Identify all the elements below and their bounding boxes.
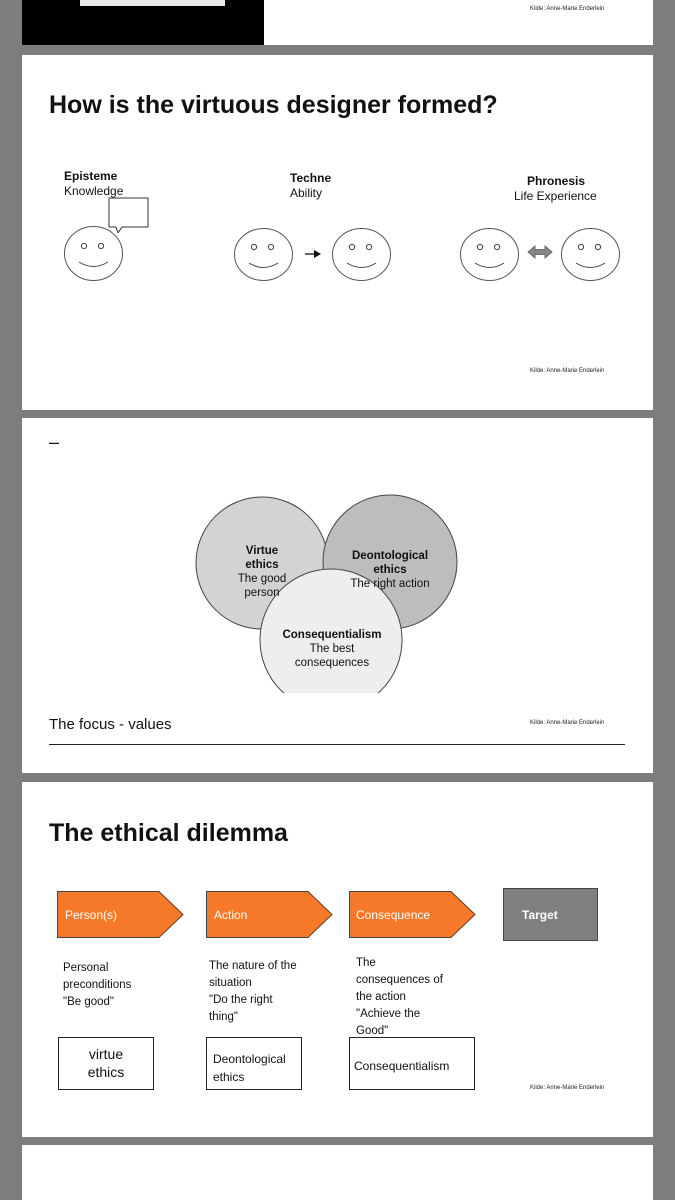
- dash-mark: –: [49, 432, 60, 452]
- speech-bubble-icon: [108, 197, 149, 233]
- consequence-description: The consequences of the action "Achieve …: [356, 957, 443, 1037]
- target-box: [503, 888, 598, 941]
- consequentialism-box: Consequentialism: [349, 1037, 475, 1090]
- source-credit: Kilde: Anne-Marie Enderlein: [530, 720, 605, 726]
- source-credit: Kilde: Anne-Marie Enderlein: [530, 368, 605, 374]
- smiley-face-icon: [64, 226, 123, 281]
- slide-title: How is the virtuous designer formed?: [49, 91, 498, 119]
- episteme-term: Episteme: [64, 169, 118, 183]
- slide-partial-top: Kilde: Anne-Marie Enderlein: [22, 0, 653, 45]
- slide-footer-title: The focus - values: [49, 716, 172, 733]
- target-label: Target: [522, 908, 558, 922]
- slide-virtuous-designer: How is the virtuous designer formed? Epi…: [22, 55, 653, 410]
- venn-diagram: [195, 494, 458, 693]
- source-credit: Kilde: Anne-Marie Enderlein: [530, 6, 605, 12]
- source-credit: Kilde: Anne-Marie Enderlein: [530, 1085, 605, 1091]
- smiley-face-icon: [460, 228, 519, 281]
- virtue-ethics-label: Virtue ethics The good person: [237, 545, 287, 599]
- phronesis-desc: Life Experience: [514, 189, 597, 203]
- action-step-label: Action: [214, 908, 248, 922]
- person-description: Personal preconditions "Be good": [63, 962, 132, 1008]
- action-arrow-shape: [206, 891, 333, 938]
- consequence-arrow-shape: [349, 891, 476, 938]
- person-step-label: Person(s): [65, 908, 118, 922]
- action-description: The nature of the situation "Do the righ…: [209, 960, 297, 1023]
- smiley-face-icon: [561, 228, 620, 281]
- consequence-step-label: Consequence: [356, 908, 431, 922]
- footer-divider: [49, 744, 625, 745]
- slide-title: The ethical dilemma: [49, 819, 288, 847]
- smiley-face-icon: [332, 228, 391, 281]
- black-image-block: [22, 0, 264, 45]
- consequentialism-label: Consequentialism The best consequences: [282, 629, 382, 669]
- slide-focus-values: – Virtue ethics The good person Deontolo…: [22, 418, 653, 773]
- techne-term: Techne: [290, 171, 332, 185]
- double-arrow-icon: [527, 245, 553, 259]
- episteme-desc: Knowledge: [64, 184, 124, 198]
- slide-partial-bottom: [22, 1145, 653, 1200]
- techne-desc: Ability: [290, 186, 323, 200]
- smiley-face-icon: [234, 228, 293, 281]
- deontological-ethics-label: Deontological ethics The right action: [350, 550, 430, 590]
- deontological-ethics-box: Deontological ethics: [206, 1037, 302, 1090]
- white-image-strip: [80, 0, 225, 6]
- phronesis-term: Phronesis: [527, 174, 586, 188]
- slide-ethical-dilemma: The ethical dilemma Person(s) Action Con…: [22, 782, 653, 1137]
- right-arrow-icon: [305, 250, 321, 258]
- consequentialism-circle: [259, 568, 403, 693]
- virtue-ethics-box: virtue ethics: [58, 1037, 154, 1090]
- person-arrow-shape: [57, 891, 184, 938]
